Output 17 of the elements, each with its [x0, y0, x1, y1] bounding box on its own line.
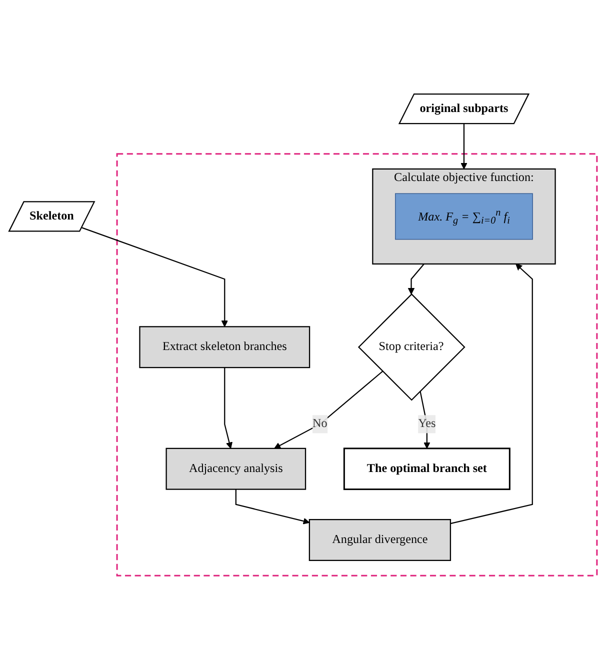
node-box: Extract skeleton branches [138, 326, 310, 368]
arrow [274, 371, 382, 449]
node-box: Max. F$_{g}$ = ∑$_{i=0}$$^{n}$ f$_{i}$ [394, 193, 532, 240]
arrow [81, 227, 228, 328]
edge-label: Yes [418, 418, 436, 430]
arrow [450, 264, 532, 524]
node-diamond: Stop criteria? [357, 294, 465, 401]
arrow [460, 124, 467, 170]
arrow [419, 391, 430, 449]
cluster [116, 153, 598, 577]
node-box: Angular divergence [308, 519, 451, 562]
arrow [224, 368, 232, 449]
edge-label: No [312, 418, 327, 430]
node-box: Adjacency analysis [165, 448, 306, 490]
arrow [234, 489, 310, 525]
node-box: The optimal branch set [342, 448, 510, 490]
arrow [407, 264, 424, 295]
